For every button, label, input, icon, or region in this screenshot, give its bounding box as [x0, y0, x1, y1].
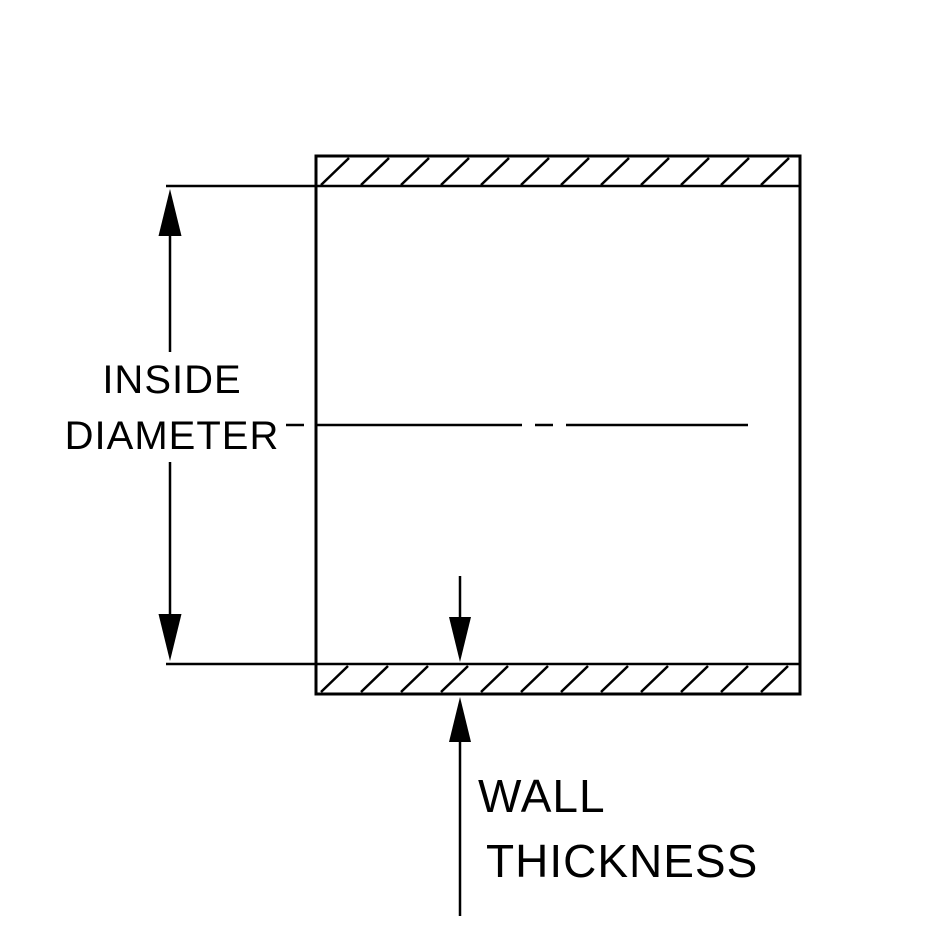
tube-outline: [314, 154, 802, 696]
inside-diameter-arrow-down: [158, 614, 182, 661]
wall-thickness-label-line1: WALL: [478, 770, 606, 822]
inside-diameter-label-line1: INSIDE: [102, 358, 241, 402]
top-wall-hatching: [320, 157, 790, 186]
wall-thickness-arrow-down: [449, 617, 471, 662]
inside-diameter-label-line2: DIAMETER: [65, 414, 280, 458]
bottom-wall-hatching: [320, 665, 789, 693]
inside-diameter-arrow-up: [158, 189, 182, 236]
wall-thickness-label-line2: THICKNESS: [486, 835, 758, 887]
wall-thickness-arrow-up: [449, 697, 471, 742]
